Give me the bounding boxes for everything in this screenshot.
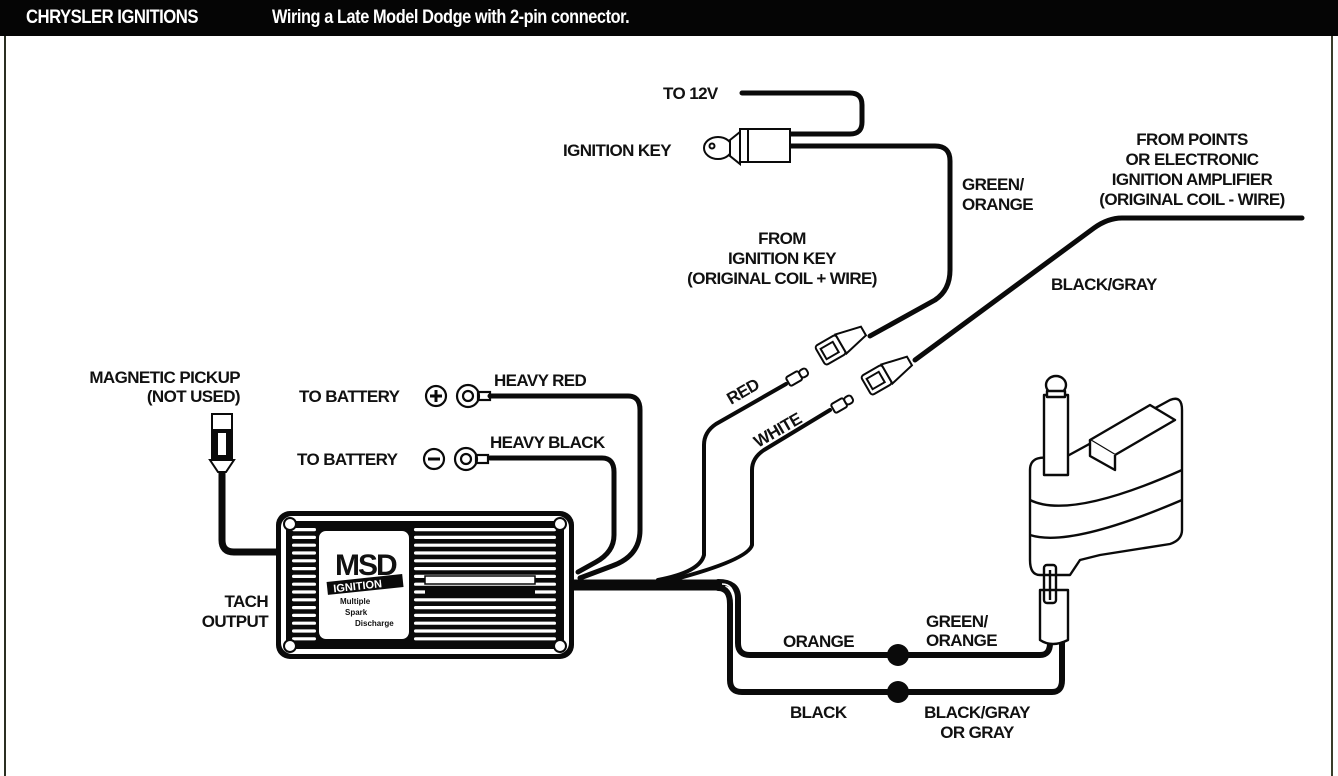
label-heavy-red: HEAVY RED bbox=[494, 371, 587, 390]
heatsink-fin bbox=[292, 574, 316, 578]
heatsink-fin bbox=[292, 637, 316, 641]
heatsink-fin bbox=[292, 582, 316, 586]
diagram-title: Wiring a Late Model Dodge with 2-pin con… bbox=[272, 7, 630, 28]
msd-ignition-box bbox=[276, 511, 574, 659]
heatsink-fin bbox=[292, 528, 316, 532]
splice-dot-black bbox=[887, 681, 909, 703]
label-black-gray-bottom-2: OR GRAY bbox=[940, 723, 1015, 742]
label-heavy-black: HEAVY BLACK bbox=[490, 433, 606, 452]
msd-desc-1: Multiple bbox=[340, 597, 371, 606]
heatsink-fin bbox=[292, 629, 316, 633]
heatsink-fin bbox=[414, 629, 556, 633]
connector-spade-red bbox=[785, 367, 810, 387]
wire-green-orange-key bbox=[787, 143, 953, 339]
heatsink-fin bbox=[292, 559, 316, 563]
wire-black-gray-points bbox=[912, 215, 1305, 363]
heatsink-fin bbox=[414, 535, 556, 539]
connector-spade-white bbox=[830, 394, 855, 414]
heatsink-fin bbox=[414, 606, 556, 610]
heatsink-fin bbox=[414, 559, 556, 563]
wire-heavy-red bbox=[487, 393, 643, 581]
msd-heatsink-fins bbox=[292, 528, 556, 641]
wire-orange bbox=[715, 579, 1053, 658]
label-from-ignition-key-2: IGNITION KEY bbox=[728, 249, 837, 268]
battery-positive-terminal bbox=[424, 383, 492, 409]
ignition-key-icon bbox=[703, 128, 791, 167]
label-green-orange-bottom-2: ORANGE bbox=[926, 631, 997, 650]
wire-black bbox=[715, 585, 1065, 695]
label-tach-output-2: OUTPUT bbox=[202, 612, 270, 631]
label-black-gray-top: BLACK/GRAY bbox=[1051, 275, 1158, 294]
section-title: CHRYSLER IGNITIONS bbox=[26, 7, 198, 28]
label-from-ignition-key-3: (ORIGINAL COIL + WIRE) bbox=[687, 269, 877, 288]
connector-female-bottom bbox=[860, 355, 914, 396]
label-ignition-key: IGNITION KEY bbox=[563, 141, 672, 160]
wire-12v bbox=[739, 90, 865, 137]
label-green-orange-bottom-1: GREEN/ bbox=[926, 612, 988, 631]
label-green-orange-top-1: GREEN/ bbox=[962, 175, 1024, 194]
splice-dot-orange bbox=[887, 644, 909, 666]
label-orange: ORANGE bbox=[783, 632, 854, 651]
heatsink-fin bbox=[414, 528, 556, 532]
magnetic-pickup-connector-icon bbox=[208, 413, 236, 473]
label-from-ignition-key-1: FROM bbox=[758, 229, 806, 248]
msd-desc-3: Discharge bbox=[355, 619, 394, 628]
header-bar: CHRYSLER IGNITIONS Wiring a Late Model D… bbox=[0, 0, 1338, 36]
heatsink-fin bbox=[414, 637, 556, 641]
label-from-points-4: (ORIGINAL COIL - WIRE) bbox=[1099, 190, 1284, 209]
label-magnetic-pickup-1: MAGNETIC PICKUP bbox=[89, 368, 240, 387]
heatsink-fin bbox=[292, 551, 316, 555]
diagram-frame bbox=[4, 0, 1333, 776]
label-black: BLACK bbox=[790, 703, 848, 722]
label-red: RED bbox=[724, 375, 763, 409]
heatsink-fin bbox=[414, 598, 556, 602]
wire-red bbox=[656, 382, 788, 582]
label-to-12v: TO 12V bbox=[663, 84, 719, 103]
heatsink-fin bbox=[292, 598, 316, 602]
heatsink-fin bbox=[414, 551, 556, 555]
label-to-battery-neg: TO BATTERY bbox=[297, 450, 399, 469]
label-tach-output-1: TACH bbox=[224, 592, 268, 611]
heatsink-fin bbox=[292, 613, 316, 617]
label-from-points-3: IGNITION AMPLIFIER bbox=[1112, 170, 1273, 189]
heatsink-fin bbox=[414, 543, 556, 547]
heatsink-fin bbox=[414, 621, 556, 625]
heatsink-fin bbox=[414, 567, 556, 571]
label-to-battery-pos: TO BATTERY bbox=[299, 387, 401, 406]
label-magnetic-pickup-2: (NOT USED) bbox=[147, 387, 240, 406]
label-green-orange-top-2: ORANGE bbox=[962, 195, 1033, 214]
connector-female-top bbox=[814, 325, 868, 366]
label-from-points-1: FROM POINTS bbox=[1136, 130, 1248, 149]
heatsink-fin bbox=[292, 621, 316, 625]
heatsink-fin bbox=[414, 613, 556, 617]
heatsink-fin bbox=[292, 590, 316, 594]
wire-heavy-black bbox=[487, 455, 617, 575]
wire-magnetic-pickup bbox=[218, 468, 286, 556]
label-black-gray-bottom-1: BLACK/GRAY bbox=[924, 703, 1031, 722]
msd-desc-2: Spark bbox=[345, 608, 368, 617]
wire-white bbox=[670, 408, 832, 582]
heatsink-fin bbox=[292, 567, 316, 571]
heatsink-fin bbox=[292, 606, 316, 610]
ignition-coil-icon bbox=[1028, 374, 1184, 646]
msd-sub: IGNITION bbox=[333, 578, 383, 595]
battery-negative-terminal bbox=[422, 446, 490, 472]
heatsink-fin bbox=[292, 535, 316, 539]
heatsink-fin bbox=[292, 543, 316, 547]
label-from-points-2: OR ELECTRONIC bbox=[1126, 150, 1259, 169]
